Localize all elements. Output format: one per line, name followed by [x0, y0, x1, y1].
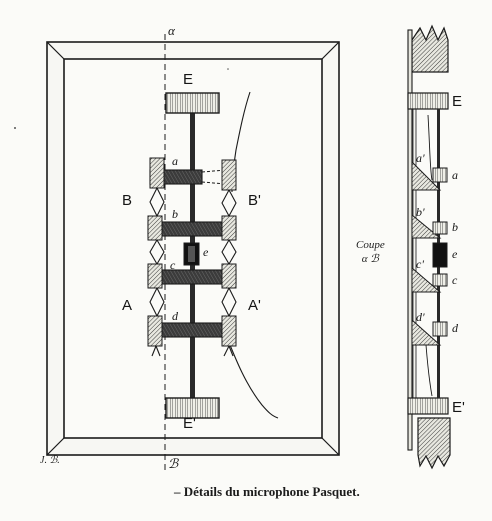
side-label-e: e: [452, 247, 458, 261]
speck: [227, 68, 229, 70]
side-label-c: c: [452, 273, 458, 287]
side-label-a-prime: a': [416, 151, 425, 165]
label-e: e: [203, 245, 209, 259]
label-b: b: [172, 207, 178, 221]
section-label-top: α: [168, 23, 175, 38]
section-label-bottom: ℬ: [168, 456, 179, 471]
element-e-core: [188, 246, 195, 262]
label-E-prime: E': [183, 415, 196, 432]
side-label-d-prime: d': [416, 310, 425, 324]
side-label-a: a: [452, 168, 458, 182]
spring-right: [221, 189, 237, 357]
coupe-line2: α ℬ: [361, 253, 379, 265]
label-a: a: [172, 154, 178, 168]
label-B: B: [122, 192, 133, 209]
coupe-label: Coupe α ℬ: [356, 238, 385, 266]
support-E: [165, 92, 220, 114]
wire-bottom: [227, 339, 279, 419]
label-A: A: [122, 297, 133, 314]
label-B-prime: B': [248, 192, 261, 209]
side-label-E: E: [452, 93, 463, 110]
side-label-d: d: [452, 321, 458, 335]
side-label-E-prime: E': [452, 399, 465, 416]
side-label-c-prime: c': [416, 257, 424, 271]
label-E: E: [183, 71, 194, 88]
support-E-prime: [165, 397, 220, 419]
label-d: d: [172, 309, 178, 323]
spring-left: [149, 187, 165, 357]
speck: [14, 127, 16, 129]
figure-caption: – Détails du microphone Pasquet.: [174, 484, 360, 499]
engraver-signature: J. ℬ.: [40, 455, 60, 466]
label-A-prime: A': [248, 297, 261, 314]
side-label-b-prime: b': [416, 205, 425, 219]
side-label-b: b: [452, 220, 458, 234]
side-view: [407, 24, 451, 470]
label-c: c: [170, 258, 176, 272]
coupe-line1: Coupe: [356, 239, 385, 251]
